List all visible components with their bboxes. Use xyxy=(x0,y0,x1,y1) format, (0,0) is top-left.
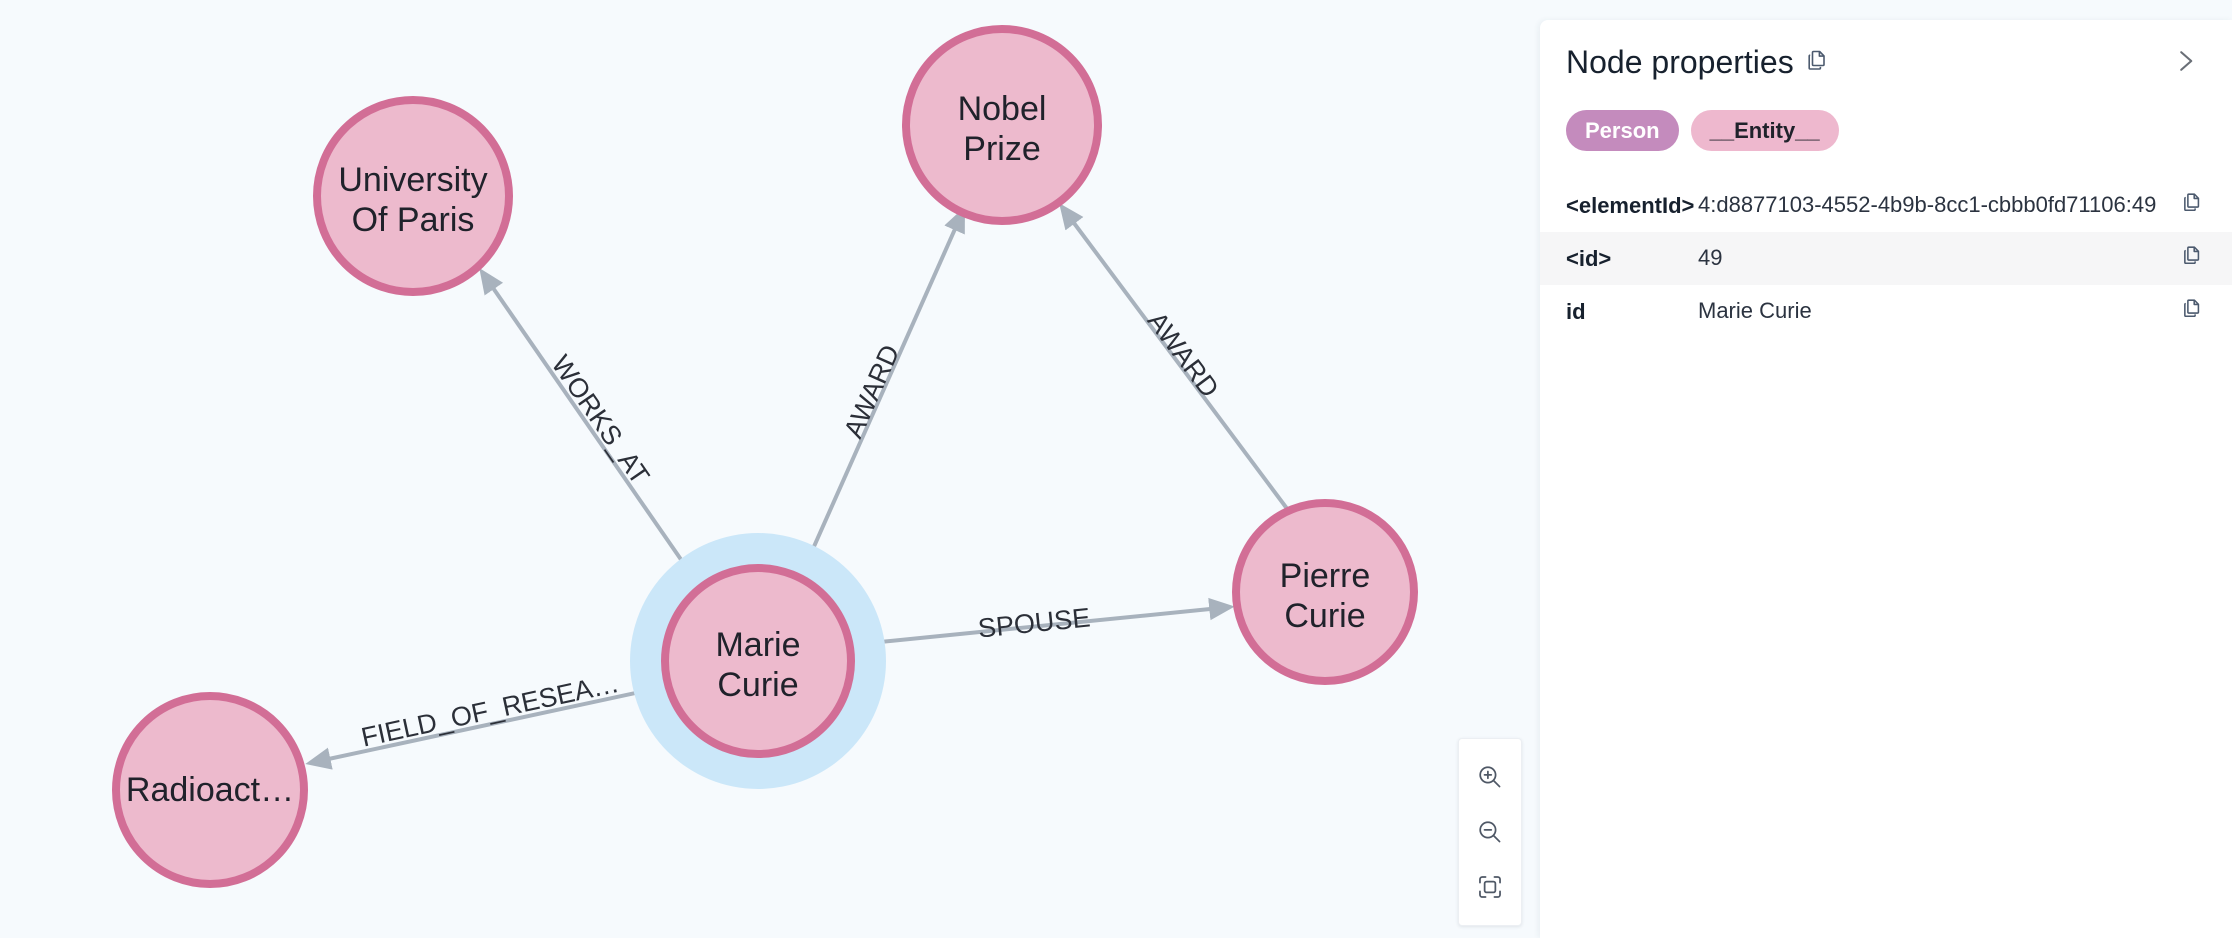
node-university-of-paris[interactable]: University Of Paris xyxy=(313,96,513,296)
copy-icon[interactable] xyxy=(1805,48,1829,77)
node-nobel-prize[interactable]: Nobel Prize xyxy=(902,25,1102,225)
copy-icon[interactable] xyxy=(2178,295,2206,319)
zoom-in-icon xyxy=(1476,763,1504,791)
edge-award-pierre[interactable] xyxy=(1059,203,1290,512)
zoom-out-icon xyxy=(1476,818,1504,846)
edge-award-marie[interactable] xyxy=(798,206,965,579)
edge-label-award-marie: AWARD xyxy=(838,340,905,442)
property-key: <id> xyxy=(1566,246,1612,272)
node-radioactivity[interactable]: Radioact… xyxy=(112,692,308,888)
edge-label-award-pierre: AWARD xyxy=(1142,306,1225,403)
graph-canvas[interactable]: WORKS_AT AWARD AWARD SPOUSE FIELD_OF_RES… xyxy=(0,0,1540,938)
edge-label-works-at: WORKS_AT xyxy=(546,350,656,490)
table-row: id Marie Curie xyxy=(1540,285,2232,338)
node-label-marie-curie-line1: Marie xyxy=(715,626,800,664)
property-value: 4:d8877103-4552-4b9b-8cc1-cbbb0fd71106:4… xyxy=(1698,192,2157,218)
panel-title-wrap: Node properties xyxy=(1566,46,2164,78)
collapse-panel-button[interactable] xyxy=(2164,42,2206,84)
zoom-controls xyxy=(1458,738,1522,926)
chevron-right-icon xyxy=(2170,46,2200,81)
property-key: id xyxy=(1566,299,1586,325)
node-label-pierre-curie-line1: Pierre xyxy=(1280,557,1371,595)
table-row: <elementId> 4:d8877103-4552-4b9b-8cc1-cb… xyxy=(1540,179,2232,232)
panel-header: Node properties xyxy=(1540,20,2232,84)
zoom-out-button[interactable] xyxy=(1468,810,1512,854)
node-label-chip-person[interactable]: Person xyxy=(1566,110,1679,152)
node-circle-university-of-paris[interactable] xyxy=(313,96,513,296)
edge-works-at[interactable] xyxy=(479,268,702,589)
node-label-nobel-prize-line1: Nobel xyxy=(958,90,1047,128)
zoom-in-button[interactable] xyxy=(1468,755,1512,799)
node-label-radioactivity-line1: Radioact… xyxy=(126,771,294,809)
properties-table: <elementId> 4:d8877103-4552-4b9b-8cc1-cb… xyxy=(1540,179,2232,338)
node-properties-panel: Node properties Person _ xyxy=(1540,20,2232,938)
edge-label-spouse: SPOUSE xyxy=(977,602,1092,643)
copy-icon[interactable] xyxy=(2178,242,2206,266)
fit-to-screen-icon xyxy=(1476,873,1504,901)
edge-field-of-research[interactable] xyxy=(305,684,669,770)
node-label-university-of-paris-line1: University xyxy=(338,161,487,199)
node-label-marie-curie-line2: Curie xyxy=(717,666,798,704)
node-circle-nobel-prize[interactable] xyxy=(902,25,1102,225)
node-circle-radioactivity[interactable] xyxy=(112,692,308,888)
copy-icon[interactable] xyxy=(2178,189,2206,213)
property-key: <elementId> xyxy=(1566,193,1695,219)
table-row: <id> 49 xyxy=(1540,232,2232,286)
edges-layer xyxy=(305,203,1290,770)
fit-to-screen-button[interactable] xyxy=(1468,865,1512,909)
node-pierre-curie[interactable]: Pierre Curie xyxy=(1232,499,1418,685)
node-circle-pierre-curie[interactable] xyxy=(1232,499,1418,685)
edge-label-field-of-research: FIELD_OF_RESEA… xyxy=(359,668,622,753)
property-value: 49 xyxy=(1698,245,1723,271)
page-title: Node properties xyxy=(1566,44,1794,80)
node-marie-curie[interactable]: Marie Curie xyxy=(661,564,855,758)
node-labels-row: Person __Entity__ xyxy=(1540,84,2232,152)
node-label-chip-entity[interactable]: __Entity__ xyxy=(1690,110,1839,152)
node-circle-marie-curie[interactable] xyxy=(661,564,855,758)
node-label-university-of-paris-line2: Of Paris xyxy=(352,201,475,239)
node-label-nobel-prize-line2: Prize xyxy=(963,130,1040,168)
property-value: Marie Curie xyxy=(1698,298,1812,324)
node-label-pierre-curie-line2: Curie xyxy=(1284,597,1365,635)
edge-spouse[interactable] xyxy=(849,597,1235,647)
